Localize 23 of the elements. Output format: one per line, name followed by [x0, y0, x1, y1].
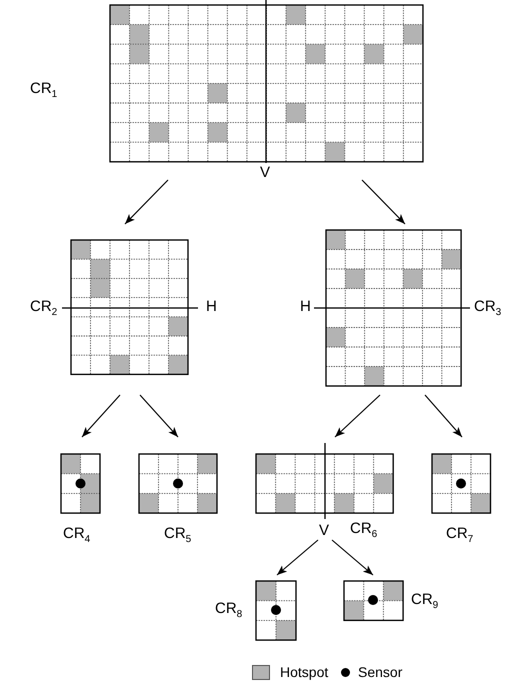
region-label: CR$_{1}$: [30, 80, 58, 98]
cut-direction-label: V: [319, 522, 330, 540]
region-label: CR$_{6}$: [350, 520, 378, 538]
arrow: [124, 180, 168, 224]
cut-direction-label: V: [260, 164, 270, 182]
region-label: CR$_{2}$: [30, 298, 58, 316]
region-label: CR$_{4}$: [63, 525, 90, 543]
region-label: CR$_{9}$: [411, 591, 438, 609]
legend-label: Sensor: [358, 664, 402, 680]
region-label: CR$_{7}$: [446, 525, 474, 543]
region-label: CR$_{8}$: [215, 600, 242, 618]
legend-label: Hotspot: [280, 664, 328, 680]
arrow: [332, 540, 374, 576]
arrow: [276, 540, 318, 576]
cut-direction-label: H: [206, 298, 217, 316]
arrow: [362, 180, 406, 224]
arrow: [334, 394, 380, 438]
arrow: [140, 394, 178, 438]
cut-direction-label: H: [300, 298, 311, 316]
arrow: [82, 394, 120, 438]
region-label: CR$_{5}$: [164, 525, 192, 543]
arrow: [424, 394, 462, 438]
region-label: CR$_{3}$: [474, 298, 502, 316]
